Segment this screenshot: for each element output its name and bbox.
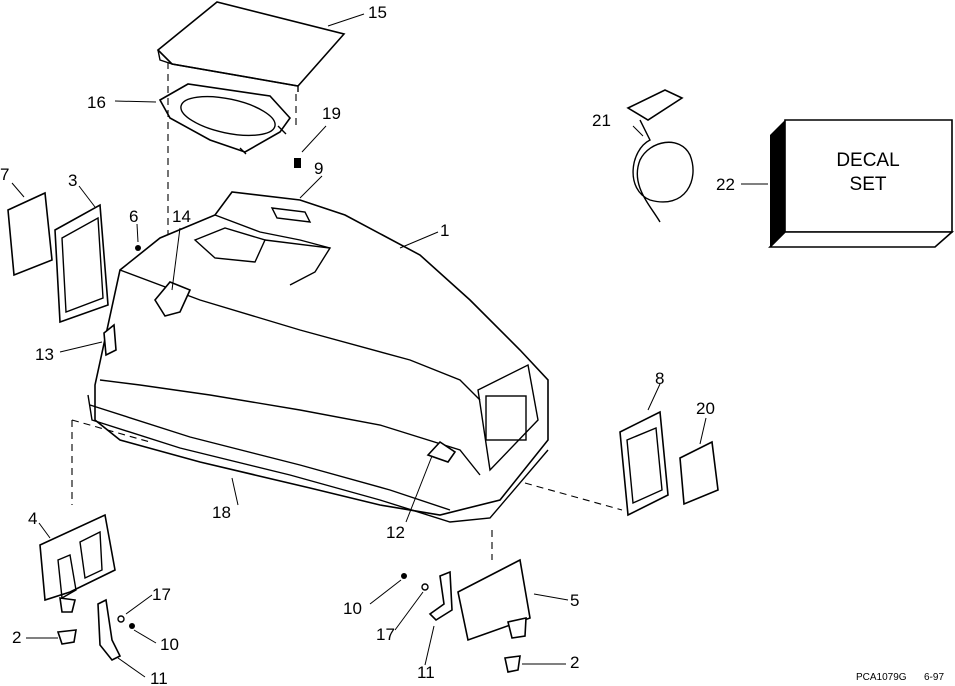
- callout-10-left: 10: [160, 635, 179, 654]
- callout-7: 7: [0, 165, 9, 184]
- part-10-screw-left: [129, 623, 135, 629]
- part-22-decal-set-box: DECAL SET: [768, 119, 955, 248]
- callout-8: 8: [655, 369, 664, 388]
- part-1-engine-cowl: [87, 191, 549, 523]
- callout-3: 3: [68, 171, 77, 190]
- callout-17-right: 17: [376, 625, 395, 644]
- part-17-washer-right: [421, 583, 429, 591]
- callout-14: 14: [172, 207, 191, 226]
- decal-box-line2: SET: [850, 174, 887, 195]
- part-17-washer-left: [117, 615, 125, 623]
- part-2-bumper-left: [56, 629, 77, 645]
- callout-11-right: 11: [417, 663, 435, 682]
- part-4-bracket: [39, 513, 116, 613]
- callout-10-right: 10: [343, 599, 362, 618]
- callout-5: 5: [570, 591, 579, 610]
- part-3-frame: [54, 203, 109, 324]
- callout-9: 9: [314, 159, 323, 178]
- figure-code: PCA1079G: [856, 672, 907, 683]
- decal-box-line1: DECAL: [836, 150, 899, 171]
- figure-date: 6-97: [924, 672, 944, 683]
- part-11-link-left: [97, 598, 122, 662]
- callout-22: 22: [716, 175, 735, 194]
- part-10-screw-right: [401, 573, 407, 579]
- callout-2-left: 2: [12, 628, 21, 647]
- part-15-top-cover: [156, 1, 346, 92]
- callout-18: 18: [212, 503, 231, 522]
- part-5-plate: [457, 558, 531, 642]
- part-2-bumper-right: [504, 655, 521, 673]
- part-11-link-right: [428, 570, 453, 622]
- callout-4: 4: [28, 509, 37, 528]
- callout-11-left: 11: [150, 669, 168, 686]
- callout-6: 6: [129, 207, 138, 226]
- part-8-frame: [619, 410, 669, 517]
- part-19-screw: [294, 158, 301, 168]
- part-20-decal: [679, 440, 719, 506]
- part-16-seal: [158, 83, 292, 155]
- callout-20: 20: [696, 399, 715, 418]
- callout-13: 13: [35, 345, 54, 364]
- callout-15: 15: [368, 3, 387, 22]
- callout-12: 12: [386, 523, 405, 542]
- callout-21: 21: [592, 111, 611, 130]
- callout-1: 1: [440, 221, 449, 240]
- callout-17-left: 17: [152, 585, 171, 604]
- part-7-decal: [7, 191, 53, 277]
- leader-lines: [11, 13, 768, 678]
- callout-2-right: 2: [570, 653, 579, 672]
- callout-19: 19: [322, 104, 341, 123]
- part-21-cable: [626, 89, 694, 223]
- callout-16: 16: [87, 93, 106, 112]
- part-6-screw: [135, 245, 141, 251]
